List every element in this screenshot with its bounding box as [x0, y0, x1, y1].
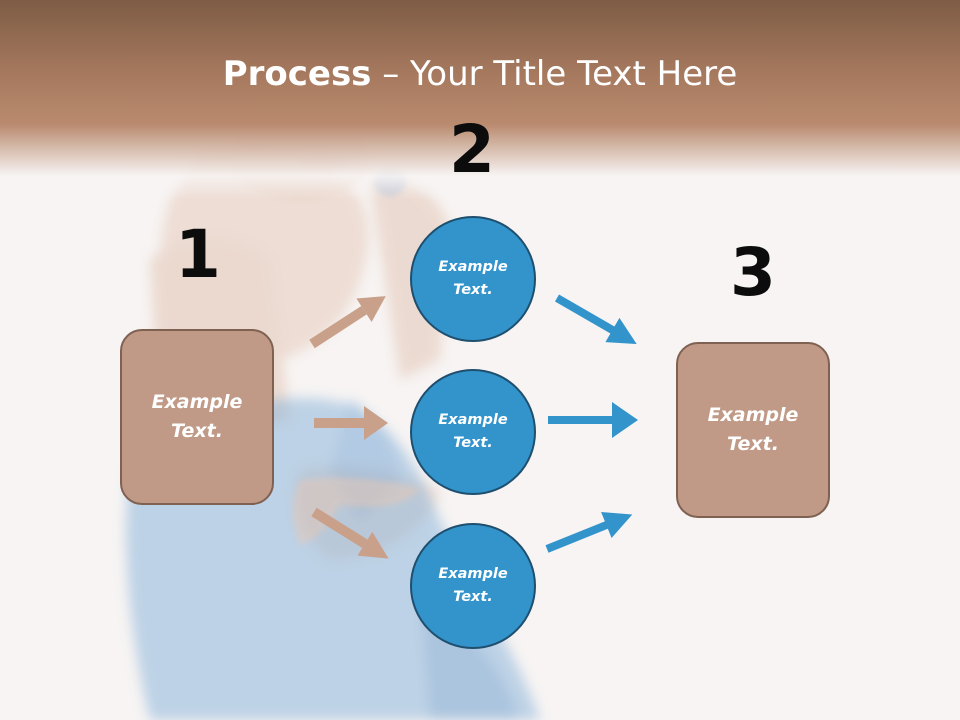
- step-number-1: 1: [175, 216, 221, 293]
- circle-middle-line1: Example: [438, 412, 508, 428]
- circle-bottom-line1: Example: [438, 566, 508, 582]
- arrow-blue-down-right: [555, 294, 637, 344]
- arrow-blue-up-right: [545, 512, 633, 553]
- circle-top-text: Example Text.: [423, 256, 523, 302]
- circle-top-line1: Example: [438, 259, 508, 275]
- circle-middle-line2: Text.: [453, 435, 493, 451]
- title-bold: Process: [222, 54, 372, 94]
- slide-title: Process – Your Title Text Here: [0, 52, 960, 96]
- step-1-text-line2: Text.: [171, 420, 223, 442]
- step-1-box-text: Example Text.: [137, 388, 257, 446]
- step-3-text-line1: Example: [707, 404, 799, 426]
- circle-bottom[interactable]: Example Text.: [410, 523, 536, 649]
- header-band: [0, 0, 960, 200]
- step-1-text-line1: Example: [151, 391, 243, 413]
- step-number-3: 3: [730, 234, 776, 311]
- circle-top[interactable]: Example Text.: [410, 216, 536, 342]
- title-rest: – Your Title Text Here: [371, 54, 738, 94]
- circle-bottom-text: Example Text.: [423, 563, 523, 609]
- circle-middle[interactable]: Example Text.: [410, 369, 536, 495]
- step-number-2: 2: [449, 111, 495, 188]
- circle-middle-text: Example Text.: [423, 409, 523, 455]
- arrow-blue-right: [548, 402, 638, 438]
- arrow-brown-up-right: [309, 296, 386, 349]
- step-3-text-line2: Text.: [727, 433, 779, 455]
- circle-bottom-line2: Text.: [453, 589, 493, 605]
- arrow-brown-down-right: [311, 507, 389, 559]
- step-3-box[interactable]: Example Text.: [676, 342, 830, 518]
- arrow-brown-right: [314, 406, 388, 440]
- circle-top-line2: Text.: [453, 282, 493, 298]
- step-1-box[interactable]: Example Text.: [120, 329, 274, 505]
- step-3-box-text: Example Text.: [693, 401, 813, 459]
